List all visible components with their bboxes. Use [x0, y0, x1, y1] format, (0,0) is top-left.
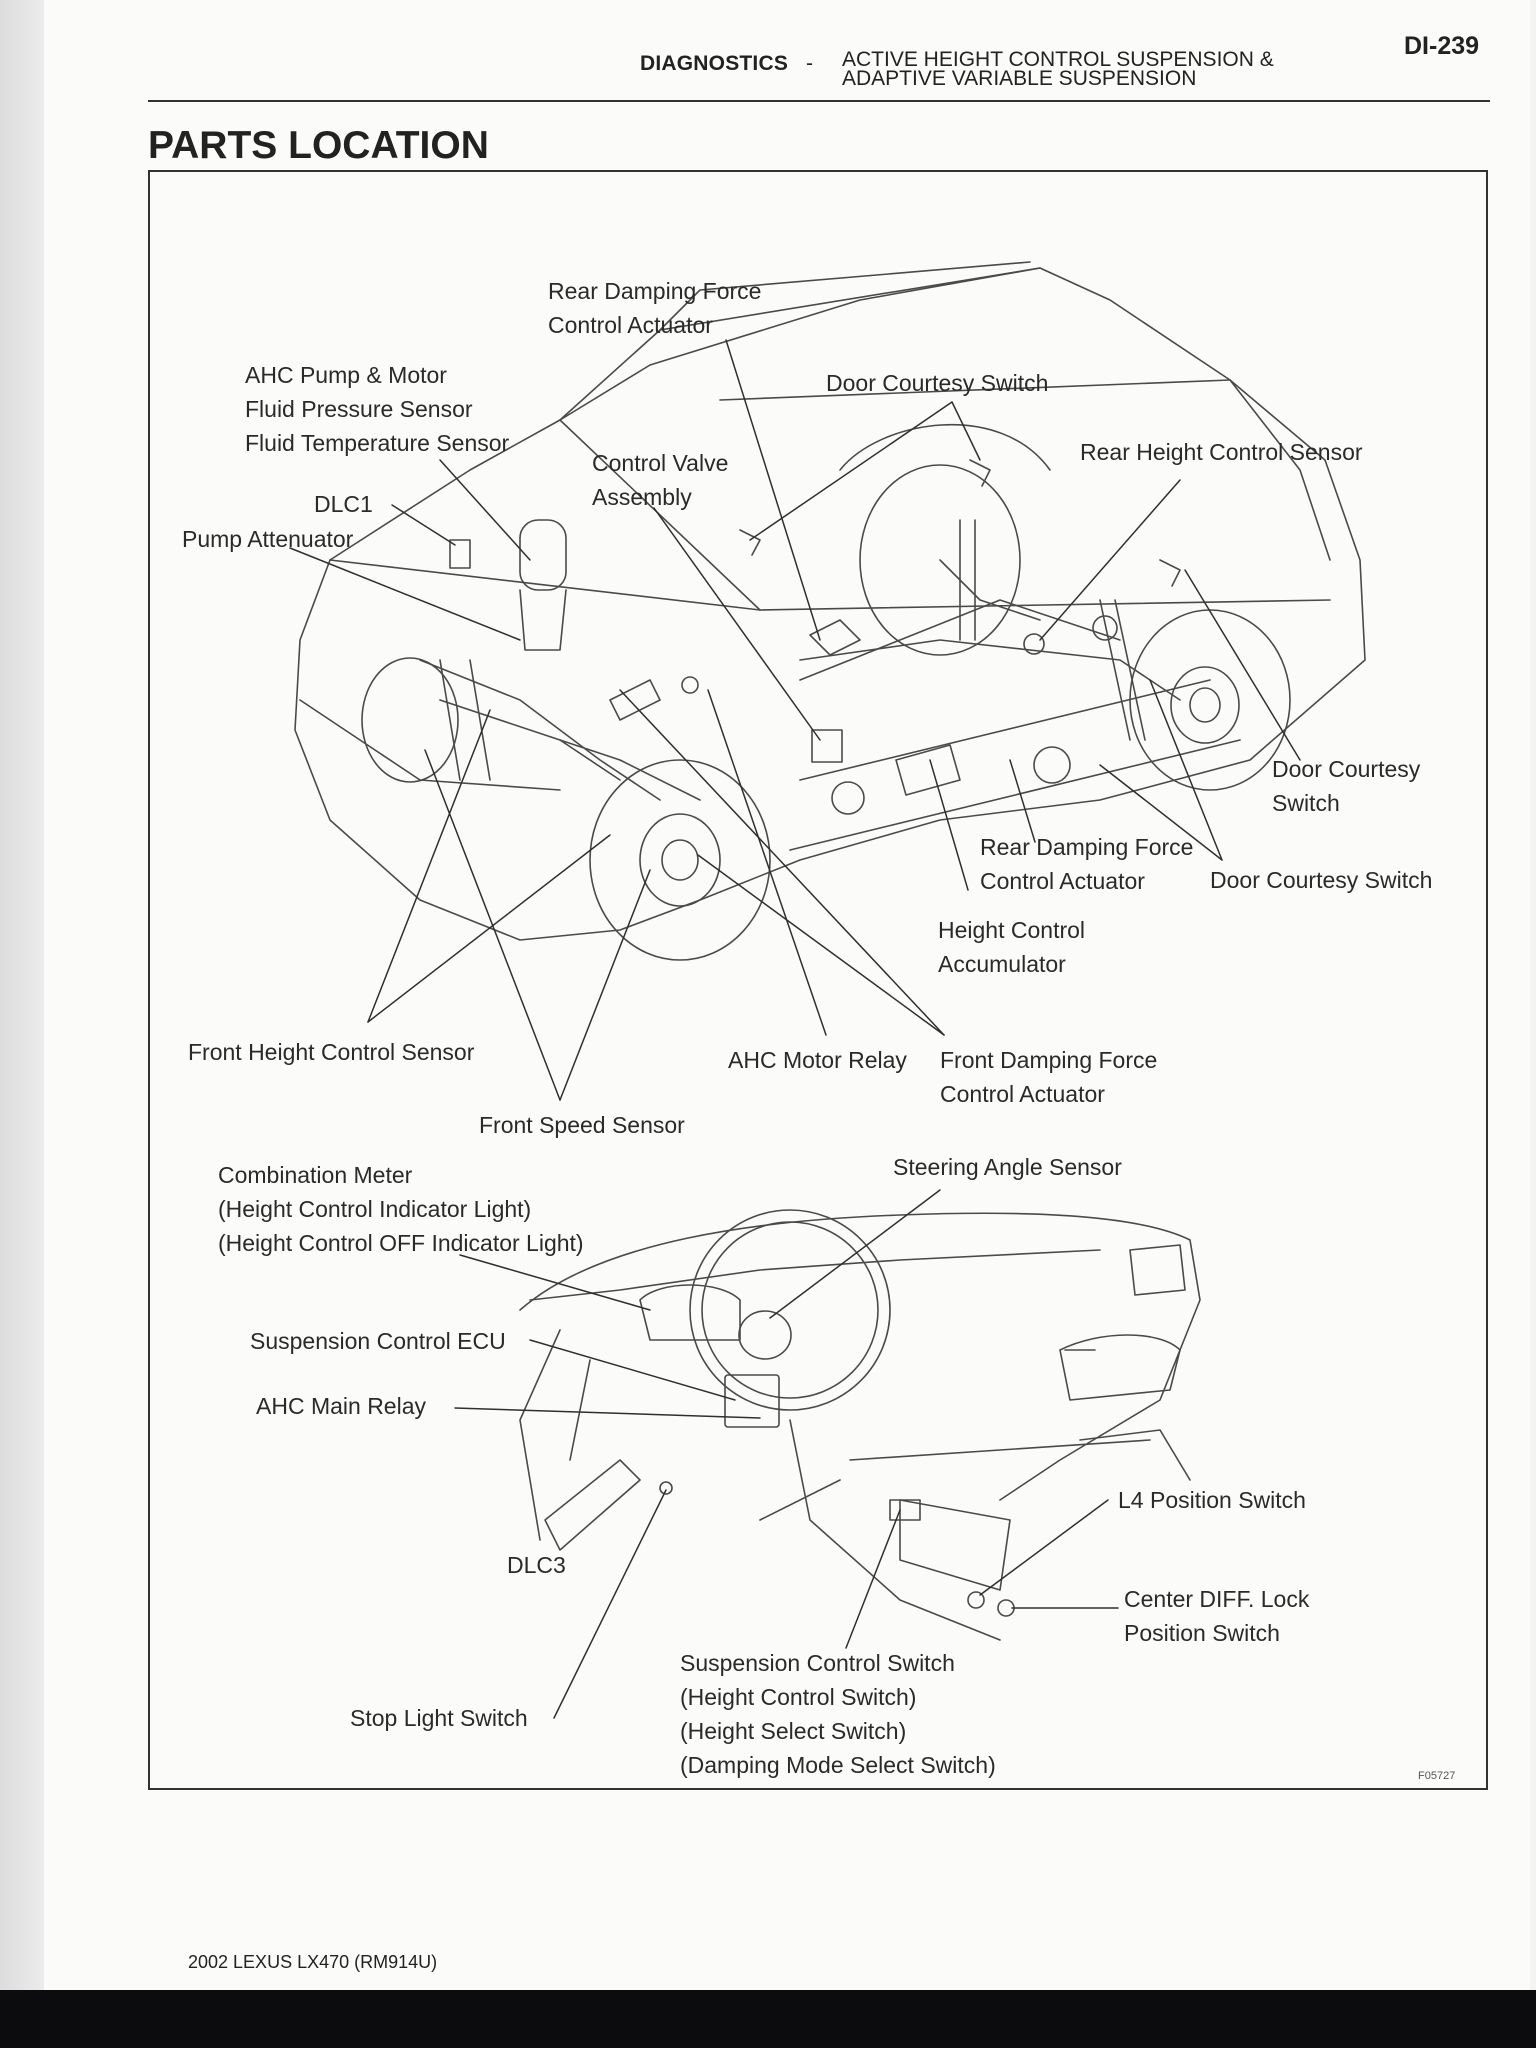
header-title: ACTIVE HEIGHT CONTROL SUSPENSION & ADAPT…: [842, 48, 1302, 90]
label-ahc-main-relay: AHC Main Relay: [256, 1393, 426, 1419]
screen-left-edge: [0, 0, 44, 2048]
label-ahc-motor-relay: AHC Motor Relay: [728, 1047, 907, 1073]
label-stop-light-switch: Stop Light Switch: [350, 1705, 528, 1731]
header-section: DIAGNOSTICS: [640, 52, 789, 75]
label-combination-meter: Combination Meter (Height Control Indica…: [218, 1162, 584, 1256]
label-suspension-control-ecu: Suspension Control ECU: [250, 1328, 506, 1354]
label-front-speed-sensor: Front Speed Sensor: [479, 1112, 685, 1138]
footer-model: 2002 LEXUS LX470 (RM914U): [188, 1952, 438, 1972]
label-door-courtesy-switch-right: Door Courtesy Switch: [1272, 756, 1421, 816]
label-pump-attenuator: Pump Attenuator: [182, 526, 354, 552]
screen-bottom-edge: [0, 1990, 1536, 2048]
label-steering-angle-sensor: Steering Angle Sensor: [893, 1154, 1122, 1180]
label-front-height-control-sensor: Front Height Control Sensor: [188, 1039, 475, 1065]
label-front-damping-actuator: Front Damping Force Control Actuator: [940, 1047, 1158, 1107]
label-suspension-control-switch: Suspension Control Switch (Height Contro…: [680, 1650, 996, 1778]
header-title-line1: ACTIVE HEIGHT CONTROL SUSPENSION &: [842, 48, 1274, 71]
header-rule: [148, 100, 1490, 102]
label-center-diff-lock-position-switch: Center DIFF. Lock Position Switch: [1124, 1586, 1310, 1646]
label-rear-height-control-sensor: Rear Height Control Sensor: [1080, 439, 1363, 465]
section-title: PARTS LOCATION: [148, 124, 489, 167]
label-dlc3: DLC3: [507, 1552, 566, 1578]
suspension-components: [419, 459, 1181, 815]
diagram-frame: [148, 170, 1488, 1790]
label-control-valve-assembly: Control Valve Assembly: [592, 450, 729, 510]
page-number: DI-239: [1404, 32, 1480, 60]
label-l4-position-switch: L4 Position Switch: [1118, 1487, 1306, 1513]
label-height-control-accumulator: Height Control Accumulator: [938, 917, 1086, 977]
label-door-courtesy-switch-bottom: Door Courtesy Switch: [1210, 867, 1433, 893]
label-rear-damping-actuator-bottom: Rear Damping Force Control Actuator: [980, 834, 1194, 894]
header-title-line2: ADAPTIVE VARIABLE SUSPENSION: [842, 67, 1197, 90]
dashboard-illustration: [519, 1209, 1201, 1641]
manual-page: [44, 0, 1530, 1990]
label-door-courtesy-switch-top: Door Courtesy Switch: [826, 370, 1049, 396]
figure-code: F05727: [1418, 1770, 1456, 1782]
label-dlc1: DLC1: [314, 491, 373, 517]
leader-lines: [289, 339, 1301, 1719]
label-ahc-pump-motor: AHC Pump & Motor Fluid Pressure Sensor F…: [245, 362, 510, 456]
header-separator: -: [806, 52, 813, 75]
label-rear-damping-actuator-top: Rear Damping Force Control Actuator: [548, 278, 762, 338]
